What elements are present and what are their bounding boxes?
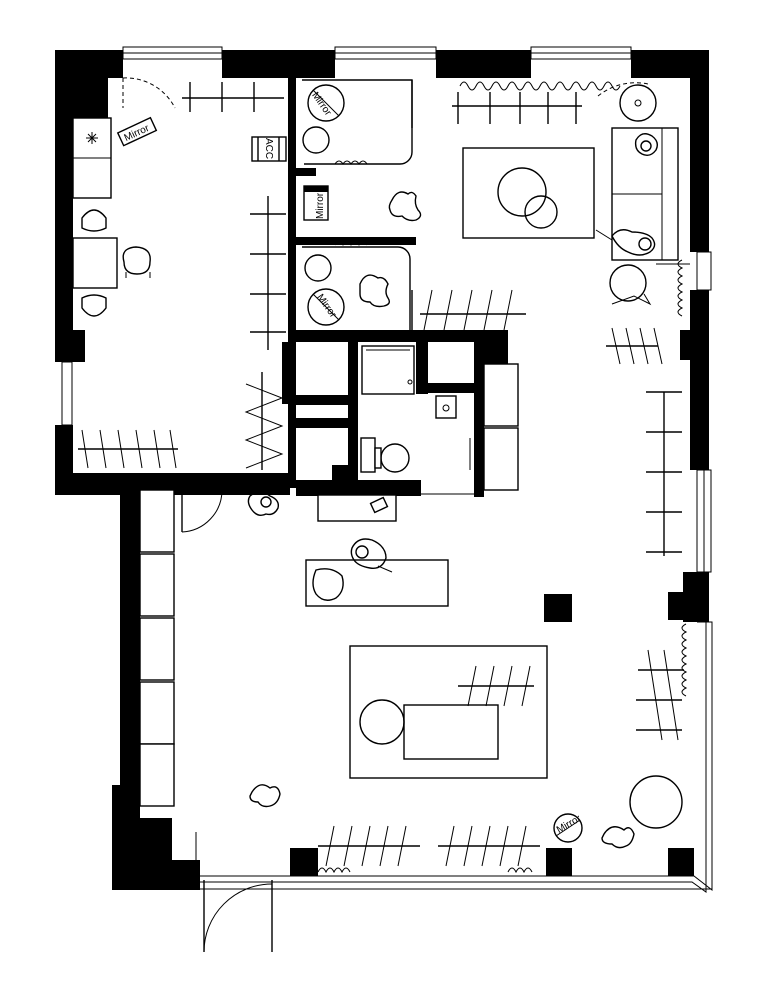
interior-walls (282, 78, 572, 622)
curtain-bottom (317, 867, 351, 874)
curtain-bottom-right (507, 867, 533, 874)
clothing-rail-office-top (182, 82, 284, 112)
shelving-office (250, 196, 286, 350)
clothing-rail-top-right (452, 92, 582, 124)
interior-door[interactable] (181, 489, 223, 533)
hanging-rail-right-upper (606, 327, 663, 365)
hanging-rail-bottom-right (438, 825, 540, 867)
exterior-walls (55, 50, 709, 890)
fitting-room-2: Mirror (302, 241, 413, 330)
lounge-area (388, 81, 690, 317)
mirror-showroom: Mirror (553, 813, 584, 843)
svg-text:Mirror: Mirror (315, 192, 326, 219)
svg-text:ACC: ACC (263, 138, 274, 159)
back-office: Mirror ACC (72, 77, 287, 470)
office-chair (81, 209, 151, 317)
storage-benches (483, 363, 519, 491)
dog-figure-icon (388, 191, 422, 222)
person-icon (247, 491, 280, 517)
round-table (629, 775, 683, 829)
left-wall-benches (139, 489, 175, 807)
hanging-rail-bottom-left (318, 825, 420, 867)
hanging-rail-center-rug (458, 665, 534, 707)
dog-figure-icon (601, 826, 635, 849)
entrance-door[interactable] (195, 832, 273, 953)
bathroom (360, 345, 474, 495)
shelving-right-wall (646, 391, 682, 556)
cash-counter (317, 494, 397, 522)
dog-figure-icon (249, 784, 281, 808)
person-icon (595, 133, 659, 256)
windows (61, 46, 713, 893)
person-icon (350, 538, 393, 573)
svg-text:Mirror: Mirror (309, 90, 333, 118)
star-icon (86, 132, 98, 144)
acc-rack: ACC (251, 136, 287, 162)
island-display (305, 559, 449, 607)
mirror-tag-entry: Mirror (116, 116, 158, 147)
curtain-right (681, 623, 688, 697)
hanging-rail-center (420, 289, 526, 331)
hanging-rail-right-lower (636, 649, 684, 741)
fitting-room-1: Mirror Mirror (302, 79, 413, 221)
dog-figure-fitting (359, 274, 391, 308)
central-rug (349, 645, 548, 779)
hanging-rail-office-right (244, 372, 284, 470)
hanging-rail-office-bottom (78, 429, 178, 469)
